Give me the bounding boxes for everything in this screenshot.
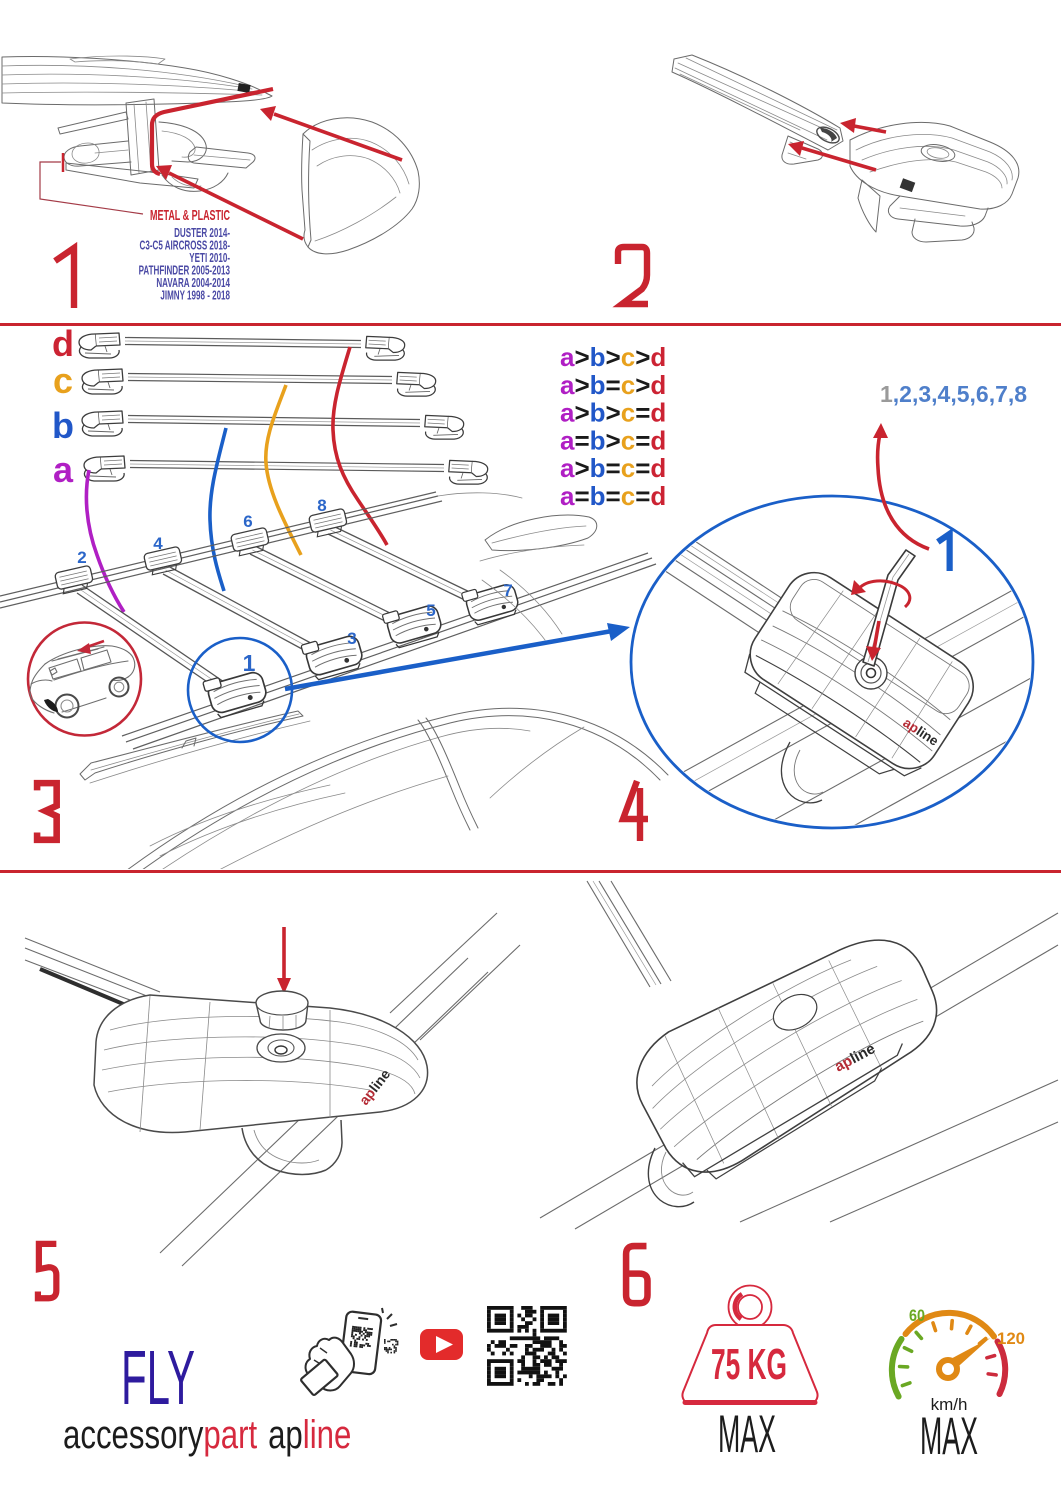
svg-text:C3-C5 AIRCROSS 2018-: C3-C5 AIRCROSS 2018- xyxy=(140,239,231,253)
svg-text:b: b xyxy=(52,405,74,446)
svg-text:75 KG: 75 KG xyxy=(711,1340,787,1389)
svg-text:MAX: MAX xyxy=(920,1407,978,1466)
svg-text:YETI 2010-: YETI 2010- xyxy=(189,251,230,265)
svg-text:JIMNY 1998 - 2018: JIMNY 1998 - 2018 xyxy=(160,289,230,303)
svg-text:a>b>c=d: a>b>c=d xyxy=(560,398,666,428)
svg-text:METAL & PLASTIC: METAL & PLASTIC xyxy=(150,207,230,224)
svg-text:a=b=c=d: a=b=c=d xyxy=(560,481,666,511)
svg-text:NAVARA 2004-2014: NAVARA 2004-2014 xyxy=(156,276,230,290)
svg-text:8: 8 xyxy=(317,496,326,515)
svg-text:PATHFINDER 2005-2013: PATHFINDER 2005-2013 xyxy=(139,264,230,278)
svg-text:DUSTER 2014-: DUSTER 2014- xyxy=(174,226,230,240)
svg-text:2: 2 xyxy=(77,548,86,567)
svg-text:km/h: km/h xyxy=(931,1395,968,1414)
svg-text:3: 3 xyxy=(347,629,356,648)
svg-text:FLY: FLY xyxy=(121,1335,195,1421)
svg-text:60: 60 xyxy=(909,1306,925,1325)
svg-text:1,2,3,4,5,6,7,8: 1,2,3,4,5,6,7,8 xyxy=(880,381,1027,407)
svg-text:c: c xyxy=(53,360,73,401)
svg-text:a>b=c=d: a>b=c=d xyxy=(560,453,666,483)
svg-text:5: 5 xyxy=(426,601,435,620)
svg-text:1: 1 xyxy=(243,650,256,676)
svg-text:a>b=c>d: a>b=c>d xyxy=(560,370,666,400)
svg-text:a: a xyxy=(53,449,74,490)
svg-text:a=b>c=d: a=b>c=d xyxy=(560,425,666,455)
svg-text:120: 120 xyxy=(997,1329,1025,1348)
svg-text:d: d xyxy=(52,323,74,364)
svg-text:6: 6 xyxy=(243,512,252,531)
svg-text:7: 7 xyxy=(503,581,512,600)
svg-text:4: 4 xyxy=(153,534,163,553)
svg-text:a>b>c>d: a>b>c>d xyxy=(560,342,666,372)
svg-text:MAX: MAX xyxy=(718,1405,776,1464)
